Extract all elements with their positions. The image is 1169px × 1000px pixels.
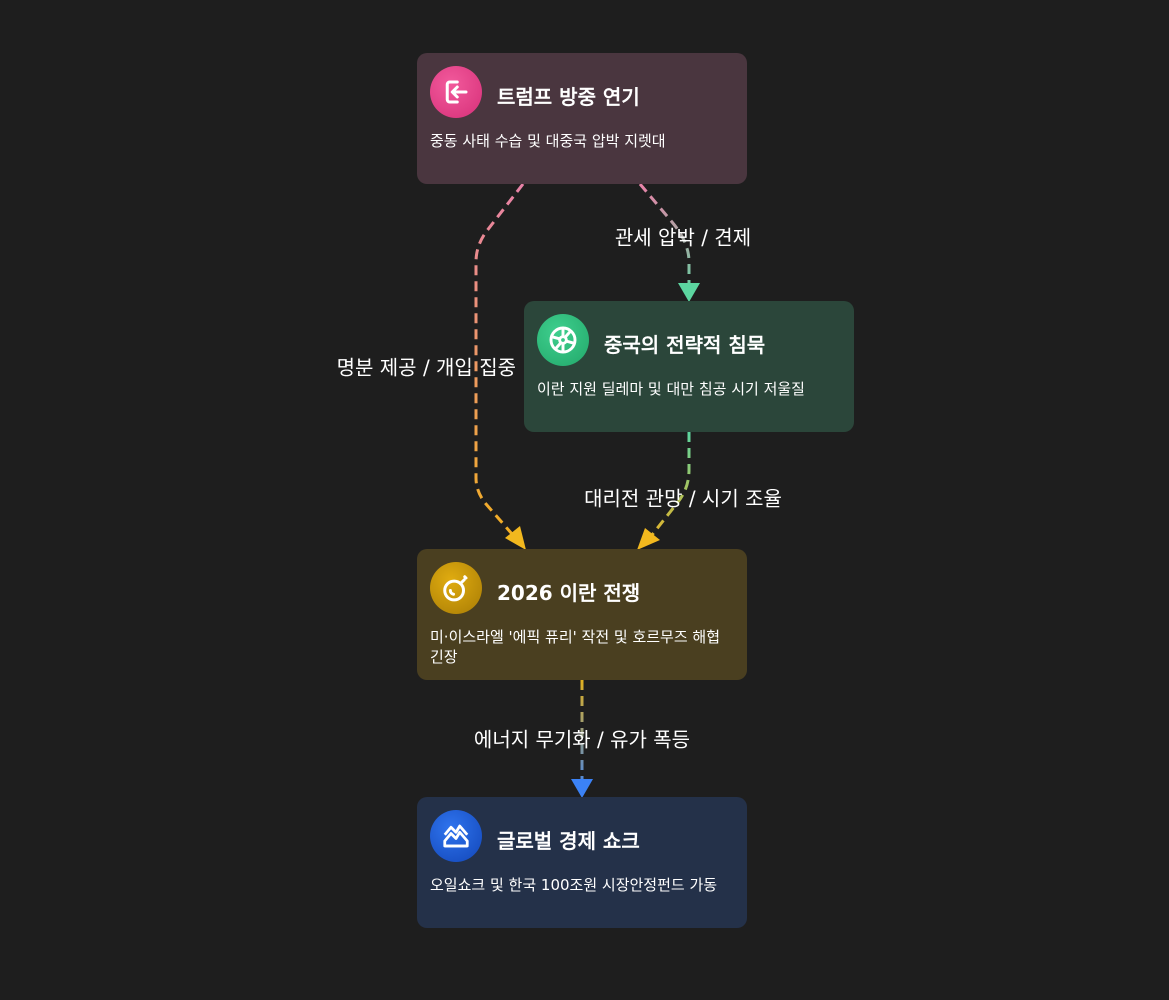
exit-door-icon [430, 66, 482, 118]
node-iran-war-2026[interactable]: 2026 이란 전쟁 미·이스라엘 '에픽 퓨리' 작전 및 호르무즈 해협 긴… [417, 549, 747, 680]
wheel-icon [537, 314, 589, 366]
node-title: 트럼프 방중 연기 [497, 85, 640, 109]
node-description: 이란 지원 딜레마 및 대만 침공 시기 저울질 [537, 380, 805, 398]
node-description: 오일쇼크 및 한국 100조원 시장안정펀드 가동 [430, 876, 718, 894]
node-global-economic-shock[interactable]: 글로벌 경제 쇼크 오일쇼크 및 한국 100조원 시장안정펀드 가동 [417, 797, 747, 928]
arrowhead [637, 528, 660, 550]
node-title: 중국의 전략적 침묵 [604, 333, 766, 357]
arrowhead [571, 779, 593, 798]
edge-trump-to-china [638, 183, 691, 285]
edge-label-trump-china: 관세 압박 / 견제 [614, 225, 752, 250]
node-description: 미·이스라엘 '에픽 퓨리' 작전 및 호르무즈 해협 긴장 [430, 628, 721, 666]
edge-label-war-shock: 에너지 무기화 / 유가 폭등 [473, 727, 691, 752]
node-china-strategic-silence[interactable]: 중국의 전략적 침묵 이란 지원 딜레마 및 대만 침공 시기 저울질 [524, 301, 854, 432]
edge-trump-to-war [474, 183, 525, 535]
arrowhead [678, 283, 700, 302]
chart-area-icon [430, 810, 482, 862]
node-title: 2026 이란 전쟁 [497, 581, 641, 605]
node-description: 중동 사태 수습 및 대중국 압박 지렛대 [430, 132, 666, 150]
arrowhead [505, 526, 526, 550]
node-trump-visit-delay[interactable]: 트럼프 방중 연기 중동 사태 수습 및 대중국 압박 지렛대 [417, 53, 747, 184]
edge-label-trump-war: 명분 제공 / 개입 집중 [336, 355, 516, 380]
edge-china-to-war [650, 432, 691, 536]
node-title: 글로벌 경제 쇼크 [497, 829, 640, 853]
bomb-icon [430, 562, 482, 614]
edge-label-china-war: 대리전 관망 / 시기 조율 [584, 486, 782, 511]
